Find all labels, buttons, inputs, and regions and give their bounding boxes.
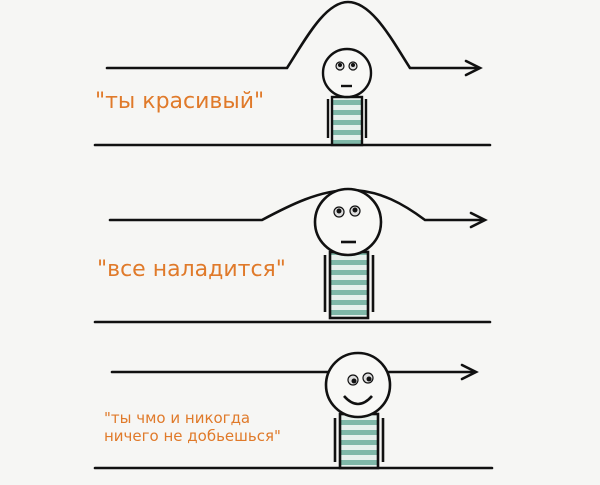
caption-1: "ты красивый": [95, 89, 265, 114]
arrow-head-icon: [469, 211, 488, 229]
wave-line-1: [105, 0, 480, 70]
stick-figure-1: [321, 47, 373, 147]
arrow-head-icon: [464, 59, 483, 77]
stick-figure-3: [324, 351, 392, 470]
caption-2: "все наладится": [97, 257, 286, 282]
caption-3-line-2: ничего не добьешься": [104, 427, 281, 445]
stick-figure-2: [313, 187, 383, 320]
arrow-head-icon: [460, 363, 479, 381]
caption-3: "ты чмо и никогда ничего не добьешься": [104, 409, 281, 445]
wave-line-2: [108, 188, 485, 222]
caption-3-line-1: "ты чмо и никогда: [104, 409, 251, 427]
